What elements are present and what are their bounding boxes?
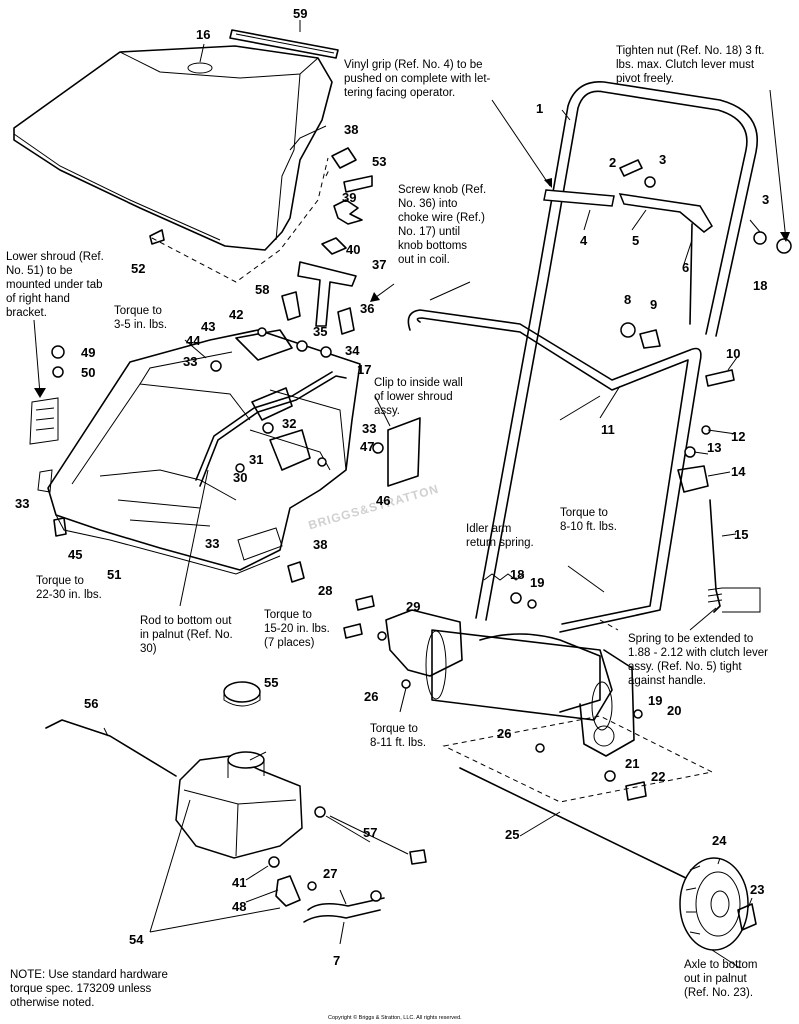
part-17: 17 <box>357 362 372 377</box>
part-29: 29 <box>406 599 421 614</box>
part-14: 14 <box>731 464 746 479</box>
part-43: 43 <box>201 319 216 334</box>
part-4: 4 <box>580 233 588 248</box>
part-55: 55 <box>264 675 279 690</box>
part-33: 33 <box>205 536 220 551</box>
note-torque-8-10: Torque to 8-10 ft. lbs. <box>560 507 617 533</box>
note-screw-knob: Screw knob (Ref. No. 36) into choke wire… <box>398 184 487 266</box>
part-24: 24 <box>712 833 727 848</box>
part-30: 30 <box>233 470 248 485</box>
note-torque-22-30: Torque to 22-30 in. lbs. <box>36 575 102 601</box>
part-12: 12 <box>731 429 746 444</box>
wheel <box>679 857 749 951</box>
part-28: 28 <box>318 583 333 598</box>
part-20: 20 <box>667 703 682 718</box>
leader-lines <box>33 20 787 969</box>
part-44: 44 <box>186 333 201 348</box>
upper-shroud <box>13 45 333 251</box>
part-36: 36 <box>360 301 375 316</box>
note-torque-15-20: Torque to 15-20 in. lbs. (7 places) <box>264 609 330 649</box>
part-31: 31 <box>249 452 264 467</box>
part-13: 13 <box>707 440 722 455</box>
part-21: 21 <box>625 756 640 771</box>
note-rod: Rod to bottom out in palnut (Ref. No. 30… <box>140 615 233 655</box>
part-11: 11 <box>601 422 615 437</box>
part-18: 18 <box>510 567 525 582</box>
part-2: 2 <box>609 155 617 170</box>
part-22: 22 <box>651 769 666 784</box>
part-10: 10 <box>726 346 741 361</box>
part-46: 46 <box>376 493 391 508</box>
part-40: 40 <box>346 242 361 257</box>
part-35: 35 <box>313 324 328 339</box>
part-58: 58 <box>255 282 270 297</box>
part-47: 47 <box>360 439 375 454</box>
part-23: 23 <box>750 882 765 897</box>
part-37: 37 <box>372 257 387 272</box>
part-48: 48 <box>232 899 247 914</box>
part-45: 45 <box>68 547 83 562</box>
part-9: 9 <box>650 297 658 312</box>
part-52: 52 <box>131 261 146 276</box>
note-standard-hardware: NOTE: Use standard hardware torque spec.… <box>10 969 168 1009</box>
handle <box>407 81 758 633</box>
note-idler-arm: Idler arm return spring. <box>466 523 534 549</box>
part-25: 25 <box>505 827 520 842</box>
part-26: 26 <box>364 689 379 704</box>
frame-assembly <box>385 609 635 757</box>
part-49: 49 <box>81 345 96 360</box>
part-51: 51 <box>107 567 122 582</box>
note-vinyl-grip: Vinyl grip (Ref. No. 4) to be pushed on … <box>344 59 491 99</box>
part-38: 38 <box>344 122 359 137</box>
note-axle: Axle to bottom out in palnut (Ref. No. 2… <box>684 959 758 999</box>
part-19: 19 <box>648 693 663 708</box>
note-spring: Spring to be extended to 1.88 - 2.12 wit… <box>628 633 768 687</box>
fuel-tank <box>175 681 303 859</box>
part-16: 16 <box>196 27 211 42</box>
part-33: 33 <box>15 496 30 511</box>
part-34: 34 <box>345 343 360 358</box>
part-33: 33 <box>362 421 377 436</box>
part-32: 32 <box>282 416 297 431</box>
part-3: 3 <box>762 192 770 207</box>
part-33: 33 <box>183 354 198 369</box>
note-torque-3-5: Torque to 3-5 in. lbs. <box>114 305 168 331</box>
part-3: 3 <box>659 152 667 167</box>
part-59: 59 <box>293 6 308 21</box>
part-50: 50 <box>81 365 96 380</box>
part-1: 1 <box>536 101 544 116</box>
note-clip: Clip to inside wall of lower shroud assy… <box>374 377 463 417</box>
part-27: 27 <box>323 866 338 881</box>
part-8: 8 <box>624 292 632 307</box>
part-19: 19 <box>530 575 545 590</box>
part-42: 42 <box>229 307 244 322</box>
part-41: 41 <box>232 875 247 890</box>
copyright: Copyright © Briggs & Stratton, LLC. All … <box>328 1015 462 1021</box>
part-7: 7 <box>333 953 341 968</box>
part-53: 53 <box>372 154 387 169</box>
part-56: 56 <box>84 696 99 711</box>
part-57: 57 <box>363 825 378 840</box>
part-5: 5 <box>632 233 640 248</box>
note-tighten-nut: Tighten nut (Ref. No. 18) 3 ft. lbs. max… <box>616 45 765 85</box>
part-54: 54 <box>129 932 144 947</box>
lower-shroud <box>37 329 361 575</box>
part-38: 38 <box>313 537 328 552</box>
note-lower-shroud: Lower shroud (Ref. No. 51) to be mounted… <box>6 251 104 319</box>
part-18: 18 <box>753 278 768 293</box>
note-torque-8-11: Torque to 8-11 ft. lbs. <box>370 723 427 749</box>
part-6: 6 <box>682 260 690 275</box>
part-15: 15 <box>734 527 749 542</box>
part-39: 39 <box>342 190 357 205</box>
part-26: 26 <box>497 726 512 741</box>
